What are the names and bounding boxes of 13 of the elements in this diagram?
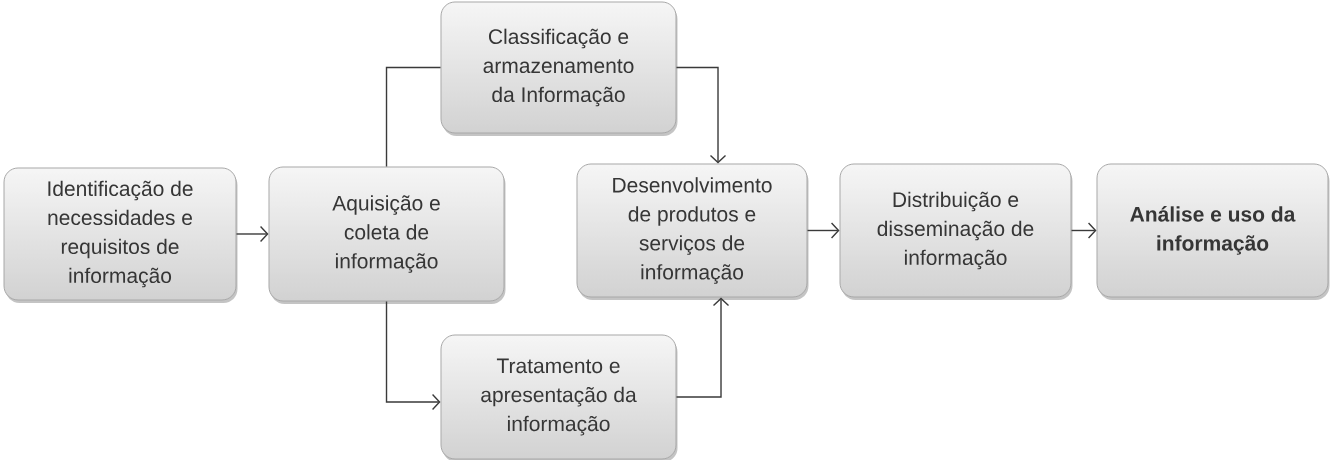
arrow: [806, 222, 840, 239]
arrow: [675, 297, 730, 398]
arrow: [385, 300, 441, 411]
process-box: Análise e uso da informação: [1096, 163, 1330, 300]
process-box: Distribuição e disseminação de informação: [839, 163, 1073, 300]
arrow: [675, 66, 727, 164]
arrow: [1070, 222, 1097, 239]
process-box: Desenvolvimento de produtos e serviços de informação: [576, 163, 809, 300]
process-box: Identificação de necessidades e requisitos de informação: [3, 167, 238, 303]
arrow: [235, 225, 269, 243]
process-box: Classificação e armazenamento da Informação: [440, 1, 678, 136]
process-box: Tratamento e apresentação da informação: [440, 334, 678, 460]
process-box: Aquisição e coleta de informação: [268, 166, 506, 304]
